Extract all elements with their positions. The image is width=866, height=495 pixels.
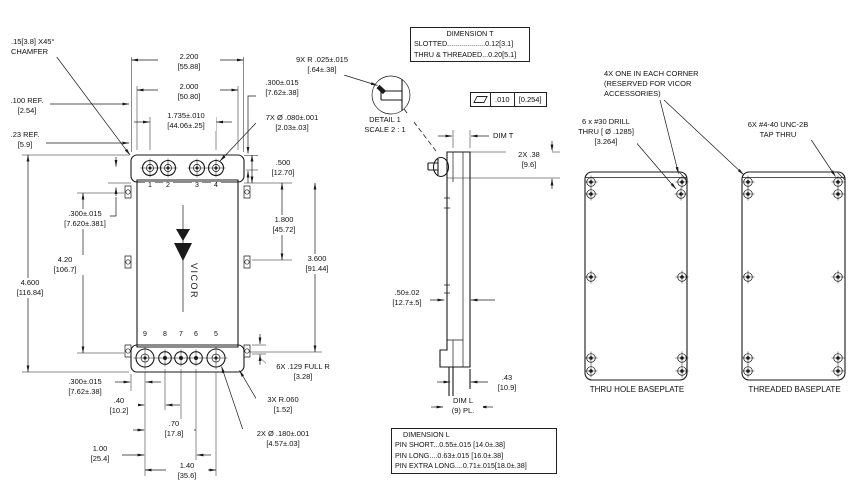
dimension-l-pin-extra-long: PIN EXTRA LONG....0.71±.015[18.0±.38] — [395, 461, 527, 471]
dimension-t-box: DIMENSION T SLOTTED...................0.… — [410, 27, 530, 63]
dim-big-holes: 2X Ø .180±.001 [4.57±.03] — [242, 429, 324, 449]
pin-number-7: 7 — [176, 331, 186, 338]
pin-number-2: 2 — [163, 182, 173, 189]
pin-number-3: 3 — [192, 182, 202, 189]
dim-pin-40: .40 [10.2] — [100, 396, 138, 416]
detail-radius-note: 9X R .025±.015 [.64±.38] — [288, 55, 356, 75]
dim-corner-radius: 3X R.060 [1.52] — [256, 395, 310, 415]
pin-number-4: 4 — [211, 182, 221, 189]
side-view — [421, 130, 560, 409]
tap-note: 6X #4-40 UNC-2B TAP THRU — [742, 120, 814, 140]
dim-small-holes: 7X Ø .080±.001 [2.03±.03] — [256, 113, 328, 133]
dimension-t-slotted: SLOTTED...................0.12[3.1] — [414, 39, 514, 49]
dim-pin-100: 1.00 [25.4] — [78, 444, 122, 464]
side-dim-depth-50: .50±.02 [12.7±.5] — [384, 288, 430, 308]
dim-width-outer: 2.200 [55.88] — [158, 52, 220, 72]
vicor-logo-text: VICOR — [189, 263, 199, 299]
pin-number-9: 9 — [140, 331, 150, 338]
dimension-t-thru: THRU & THREADED...0.20[5.1] — [414, 49, 517, 59]
drill-note: 6 x #30 DRILL THRU [ Ø .1285] [3.264] — [575, 117, 637, 147]
dim-height-inner: 4.20 [106.7] — [46, 255, 84, 275]
threaded-baseplate-label: THREADED BASEPLATE — [742, 385, 847, 396]
ref-offset-23: .23 REF. [5.9] — [4, 130, 46, 150]
dimension-l-pin-short: PIN SHORT...0.55±.015 [14.0±.38] — [395, 440, 506, 450]
dim-pin-span: 1.735±.010 [44.06±.25] — [156, 111, 216, 131]
dimension-t-title: DIMENSION T — [446, 29, 494, 38]
detail-1-view — [344, 75, 436, 151]
flatness-value: .010 — [490, 93, 514, 106]
thru-hole-baseplate-label: THRU HOLE BASEPLATE — [585, 385, 689, 396]
side-dim-43: .43 [10.9] — [490, 373, 524, 393]
pin-number-1: 1 — [145, 182, 155, 189]
side-dim-l-label: DIM L (9) PL. — [443, 396, 483, 416]
dim-flange-height: .500 [12.70] — [264, 158, 302, 178]
flatness-icon — [471, 93, 490, 106]
pin-number-8: 8 — [160, 331, 170, 338]
flatness-callout: .010 [0.254] — [470, 92, 547, 107]
dimension-l-title: DIMENSION L — [403, 430, 450, 439]
dim-full-radius: 6X .129 FULL R [3.28] — [266, 362, 340, 382]
thru-hole-baseplate — [584, 172, 689, 380]
ref-offset-100: .100 REF. [2.54] — [4, 96, 50, 116]
dim-edge-offset-top-right: .300±.015 [7.62±.38] — [256, 78, 308, 98]
dimension-l-pin-long: PIN LONG....0.63±.015 [16.0±.38] — [395, 450, 504, 460]
detail-1-label: DETAIL 1 SCALE 2 : 1 — [356, 115, 414, 135]
dim-width-inner: 2.000 [50.80] — [158, 82, 220, 102]
dim-edge-offset-bottom-left: .300±.015 [7.62±.38] — [58, 377, 112, 397]
pin-number-5: 5 — [211, 331, 221, 338]
dim-height-outer: 4.600 [116.84] — [8, 278, 52, 298]
corner-note: 4X ONE IN EACH CORNER (RESERVED FOR VICO… — [603, 69, 713, 99]
dim-pin-70: .70 [17.8] — [154, 419, 194, 439]
flatness-value-mm: [0.254] — [513, 93, 546, 106]
dim-span-1800: 1.800 [45.72] — [265, 215, 303, 235]
dim-offset-left: .300±.015 [7.620±.381] — [60, 209, 110, 229]
dim-pin-140: 1.40 [35.6] — [166, 461, 208, 481]
pin-number-6: 6 — [191, 331, 201, 338]
side-dim-t-label: DIM T — [492, 131, 524, 141]
dim-span-3600: 3.600 [91.44] — [297, 254, 337, 274]
threaded-baseplate — [741, 172, 846, 380]
side-dim-flange-38: 2X .38 [9.6] — [506, 150, 552, 170]
dimension-l-box: DIMENSION L PIN SHORT...0.55±.015 [14.0±… — [391, 428, 557, 474]
baseplate-leaders — [628, 100, 836, 190]
chamfer-note: .15[3.8] X45° CHAMFER — [10, 37, 76, 57]
